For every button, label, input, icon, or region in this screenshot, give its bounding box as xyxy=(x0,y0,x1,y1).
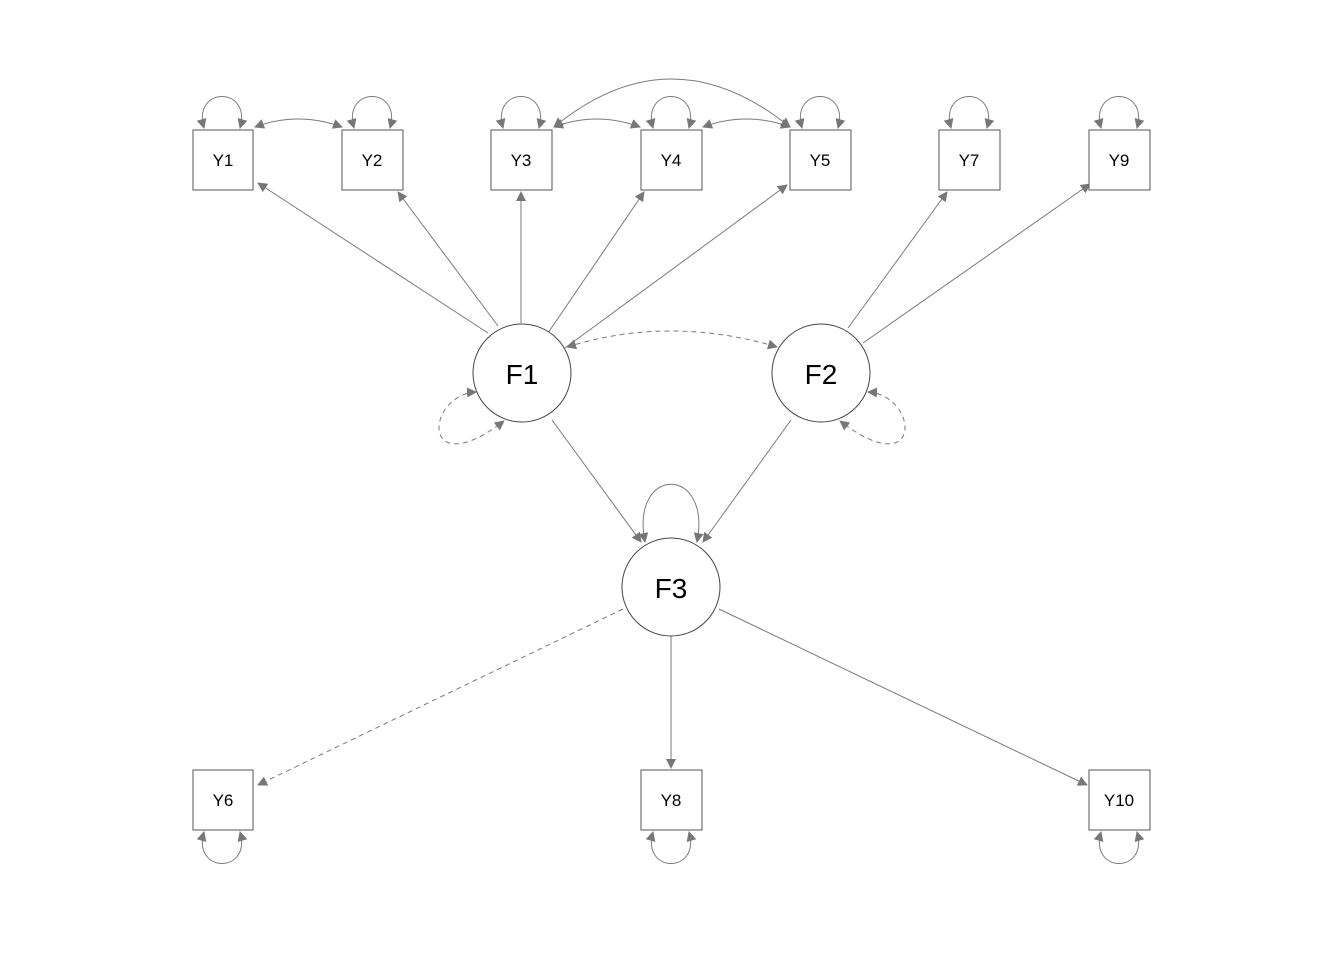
path-F3-Y10 xyxy=(718,608,1088,786)
variance-Y7 xyxy=(943,96,995,129)
indicator-Y6: Y6 xyxy=(192,769,254,831)
indicator-label: Y6 xyxy=(213,791,234,810)
indicator-label: Y3 xyxy=(511,151,532,170)
path-F1-Y4 xyxy=(547,191,645,334)
variance-F3 xyxy=(638,483,704,543)
covariance-Y1-Y2 xyxy=(254,118,343,129)
variance-Y10 xyxy=(1093,831,1145,864)
variance-Y1 xyxy=(196,96,248,129)
latent-F1: F1 xyxy=(472,323,572,423)
indicator-Y10: Y10 xyxy=(1088,769,1151,831)
indicator-Y7: Y7 xyxy=(938,129,1001,191)
latent-label: F1 xyxy=(506,359,539,390)
covariance-F1-F2 xyxy=(566,330,778,350)
path-F2-Y7 xyxy=(847,191,948,329)
indicator-Y2: Y2 xyxy=(341,129,404,191)
covariance-Y3-Y5 xyxy=(553,78,791,128)
latent-F2: F2 xyxy=(771,323,871,423)
path-F2-F3 xyxy=(702,419,792,543)
latent-label: F2 xyxy=(805,359,838,390)
variance-Y9 xyxy=(1093,96,1145,129)
indicator-label: Y8 xyxy=(661,791,682,810)
variance-Y3 xyxy=(495,96,547,129)
indicator-Y9: Y9 xyxy=(1088,129,1151,191)
latent-nodes: F1 F2 F3 xyxy=(472,323,871,637)
variance-Y2 xyxy=(346,96,398,129)
variance-Y5 xyxy=(794,96,846,129)
variance-Y6 xyxy=(196,831,248,864)
variance-Y4 xyxy=(645,96,697,129)
path-F2-Y9 xyxy=(862,183,1091,344)
path-F3-Y6 xyxy=(257,608,624,786)
latent-F3: F3 xyxy=(621,537,721,637)
latent-label: F3 xyxy=(655,573,688,604)
indicator-label: Y9 xyxy=(1109,151,1130,170)
indicator-label: Y5 xyxy=(810,151,831,170)
indicator-Y5: Y5 xyxy=(789,129,852,191)
indicator-Y1: Y1 xyxy=(192,129,254,191)
indicator-label: Y10 xyxy=(1104,791,1134,810)
path-F1-F3 xyxy=(551,419,642,543)
covariance-Y3-Y4 xyxy=(553,118,641,129)
indicator-Y4: Y4 xyxy=(640,129,703,191)
covariance-Y4-Y5 xyxy=(702,118,791,129)
indicator-nodes: Y1 Y2 Y3 Y4 Y5 Y7 Y9 Y6 xyxy=(192,129,1151,831)
path-F1-Y2 xyxy=(397,191,499,327)
variance-Y8 xyxy=(645,831,697,864)
indicator-label: Y4 xyxy=(661,151,682,170)
indicator-Y3: Y3 xyxy=(490,129,553,191)
path-F1-Y5 xyxy=(564,184,788,349)
edges-layer xyxy=(196,78,1145,864)
indicator-label: Y2 xyxy=(362,151,383,170)
indicator-Y8: Y8 xyxy=(640,769,703,831)
indicator-label: Y1 xyxy=(213,151,234,170)
path-F1-Y1 xyxy=(257,182,489,334)
indicator-label: Y7 xyxy=(959,151,980,170)
